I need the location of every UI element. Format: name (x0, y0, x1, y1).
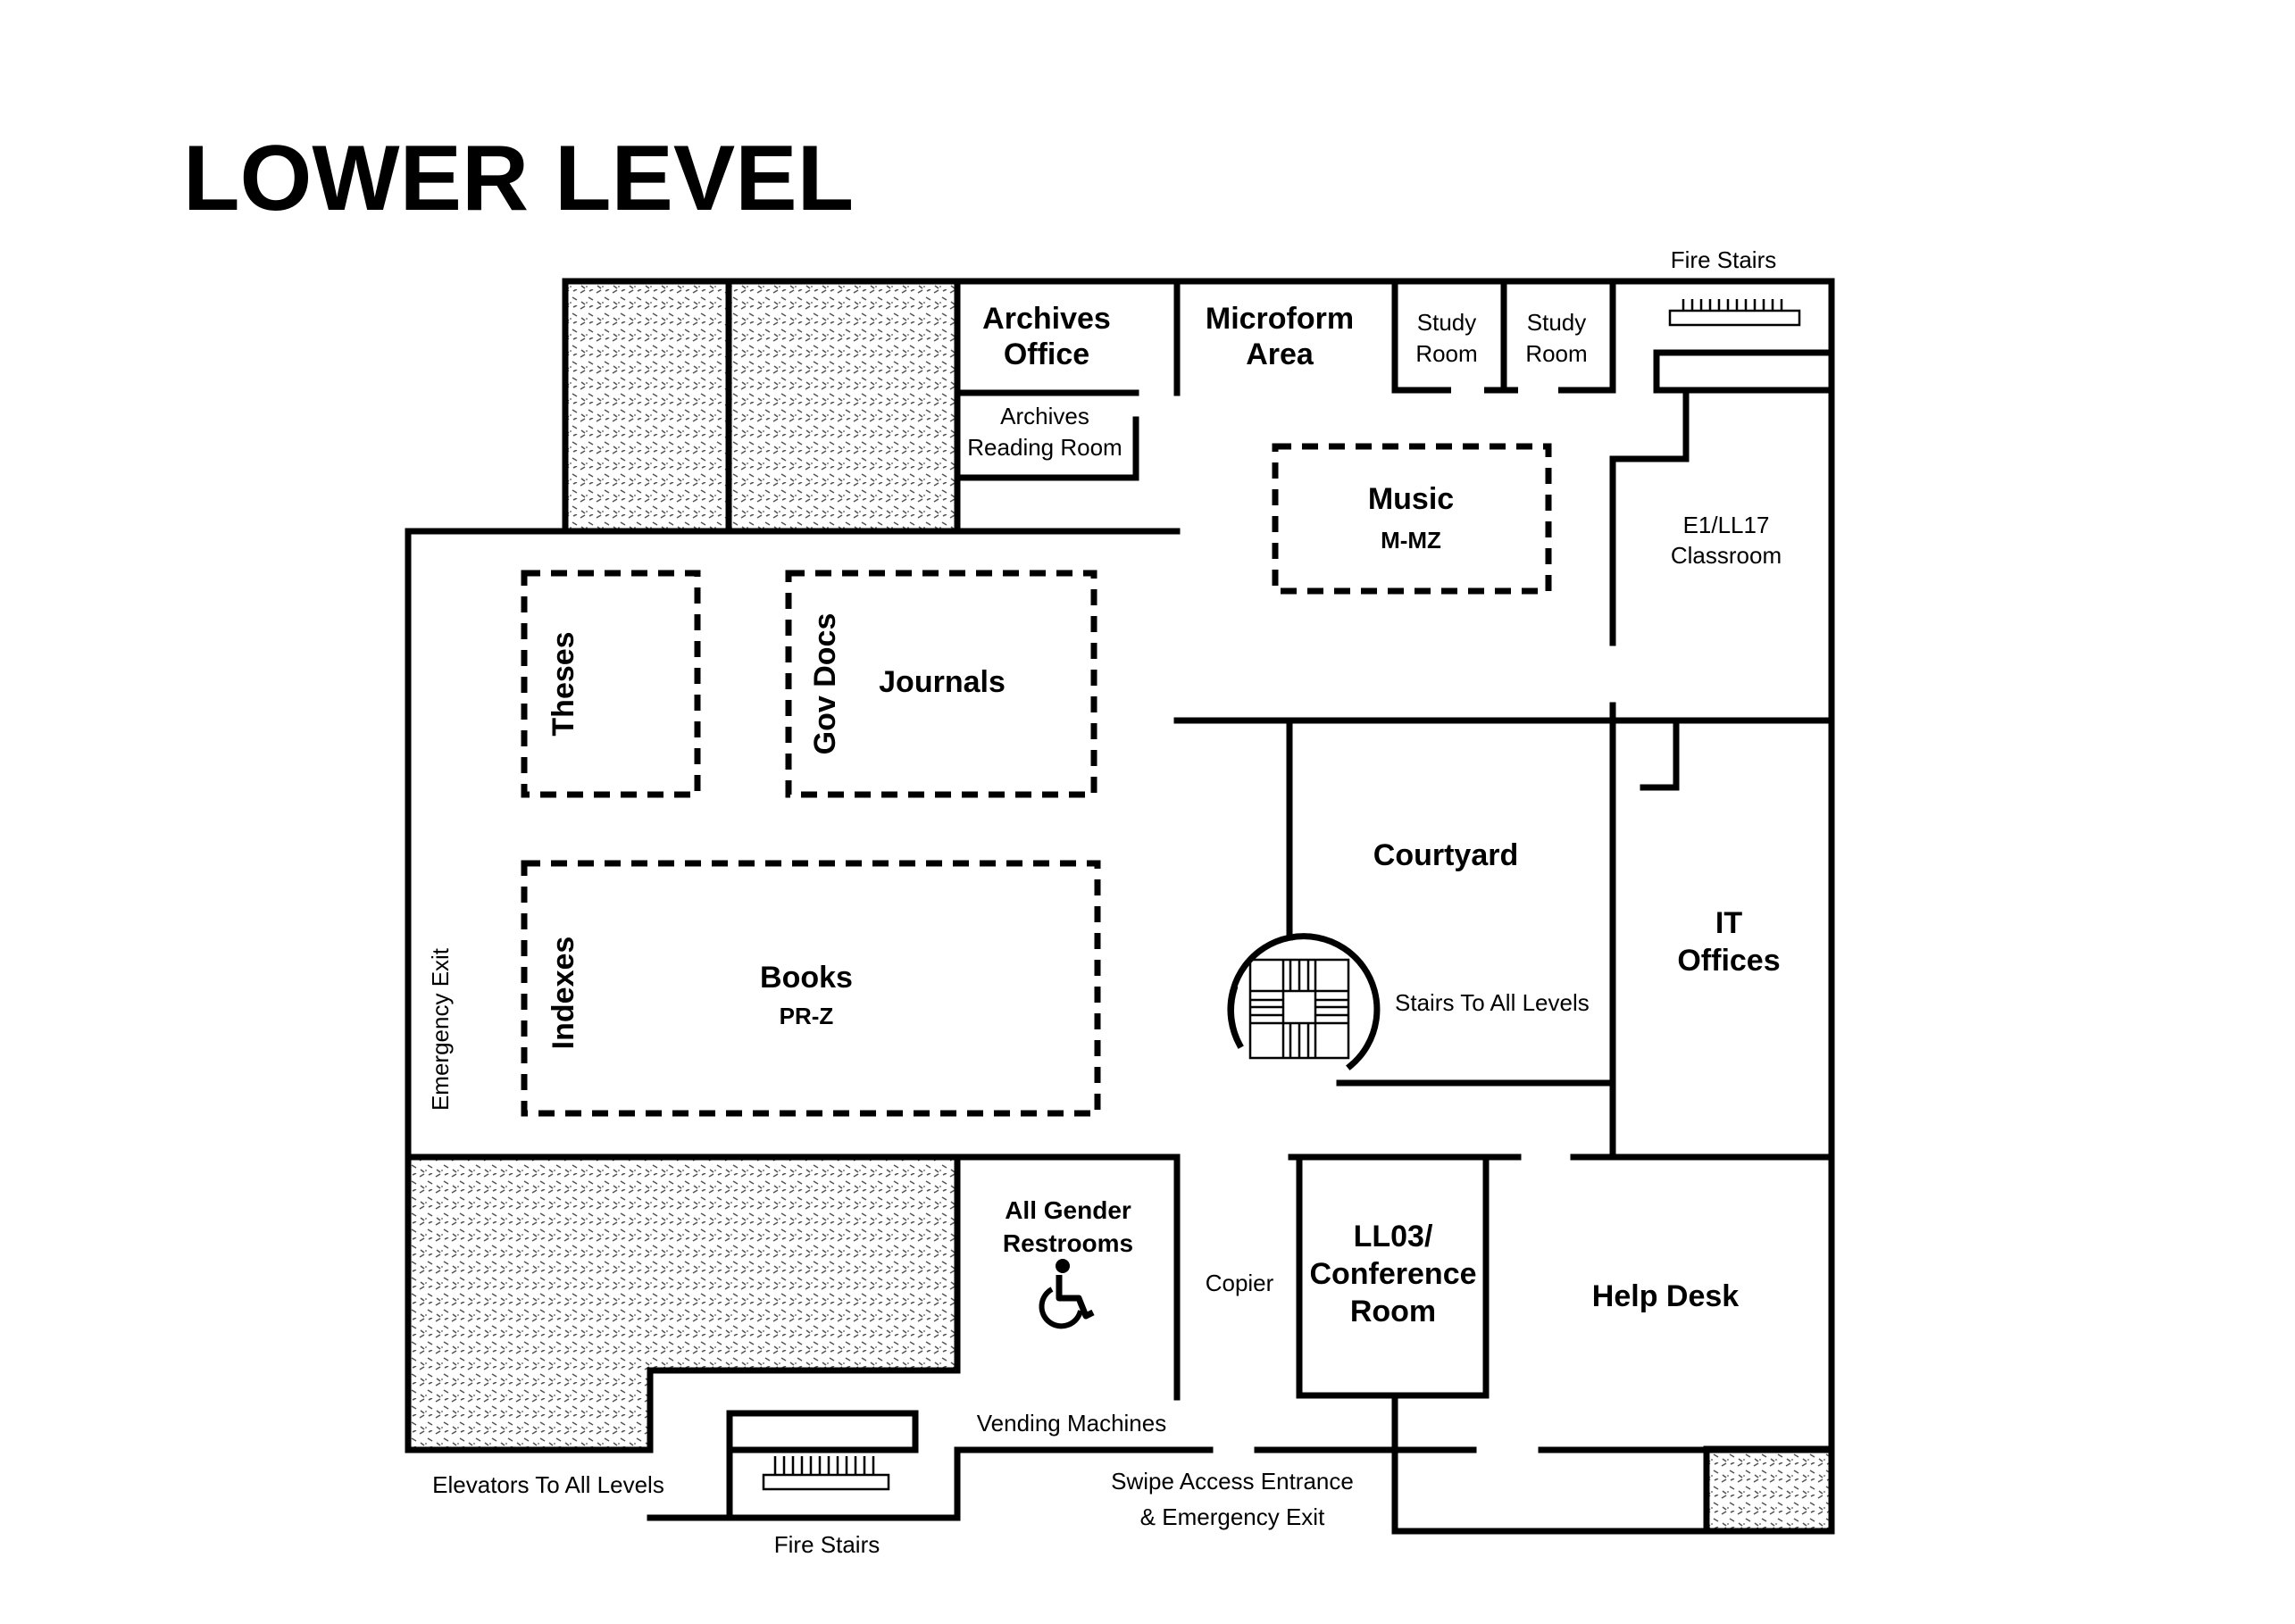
archives-office-label-2: Office (1004, 337, 1089, 371)
theses-stack-area (521, 570, 701, 798)
journals-label: Journals (879, 665, 1006, 699)
indexes-label: Indexes (547, 937, 580, 1050)
courtyard-label: Courtyard (1373, 838, 1518, 872)
microform-area-label-2: Area (1246, 337, 1314, 371)
fire-stairs-bottom-label: Fire Stairs (774, 1531, 880, 1558)
microform-area-label: Microform (1206, 302, 1354, 336)
restrooms-label-2: Restrooms (1003, 1229, 1133, 1257)
fire-stairs-top-label: Fire Stairs (1671, 246, 1776, 273)
theses-label: Theses (547, 631, 580, 736)
room-labels: Archives Office Archives Reading Room Mi… (427, 246, 1782, 1558)
swipe-entrance-label-2: & Emergency Exit (1140, 1503, 1325, 1530)
restricted-area (725, 278, 961, 535)
restricted-area (562, 278, 732, 535)
emergency-exit-label: Emergency Exit (427, 947, 454, 1111)
restricted-areas (405, 278, 1835, 1535)
stack-areas (521, 443, 1552, 1117)
restricted-area (1703, 1445, 1835, 1535)
archives-office-label: Archives (982, 302, 1111, 336)
restricted-area (405, 1153, 961, 1453)
music-range-label: M-MZ (1381, 527, 1441, 554)
restrooms-label: All Gender (1005, 1196, 1131, 1224)
wheelchair-accessible-icon (1039, 1259, 1095, 1329)
journals-stack-area (785, 570, 1097, 798)
spiral-stairs-icon (1227, 933, 1381, 1070)
conference-room-label-3: Room (1350, 1295, 1436, 1328)
study-room-1-label-2: Room (1415, 340, 1477, 367)
elevators-label: Elevators To All Levels (432, 1471, 664, 1498)
fire-stairs-icon (1668, 299, 1801, 327)
study-room-2-label-2: Room (1525, 340, 1587, 367)
study-room-2-label: Study (1527, 309, 1587, 336)
stairs-all-levels-label: Stairs To All Levels (1395, 989, 1590, 1016)
conference-room-label-2: Conference (1309, 1257, 1476, 1291)
archives-reading-room-label-2: Reading Room (967, 434, 1122, 461)
copier-label: Copier (1206, 1270, 1274, 1296)
music-stack-area (1272, 443, 1552, 595)
books-stack-area (521, 860, 1101, 1117)
classroom-label-2: Classroom (1671, 542, 1782, 569)
conference-room-label: LL03/ (1354, 1220, 1433, 1253)
classroom-label: E1/LL17 (1683, 512, 1770, 538)
books-range-label: PR-Z (780, 1003, 834, 1029)
it-offices-label: IT (1715, 906, 1742, 940)
it-offices-label-2: Offices (1677, 944, 1780, 978)
books-label: Books (760, 961, 853, 995)
archives-reading-room-label: Archives (1000, 403, 1089, 429)
gov-docs-label: Gov Docs (808, 613, 842, 755)
walls (405, 278, 1835, 1535)
fire-stairs-icon (762, 1456, 890, 1491)
music-label: Music (1368, 482, 1454, 516)
help-desk-label: Help Desk (1592, 1279, 1739, 1313)
study-room-1-label: Study (1417, 309, 1477, 336)
vending-machines-label: Vending Machines (977, 1410, 1166, 1437)
page-title: LOWER LEVEL (183, 127, 854, 230)
swipe-entrance-label: Swipe Access Entrance (1111, 1468, 1354, 1495)
